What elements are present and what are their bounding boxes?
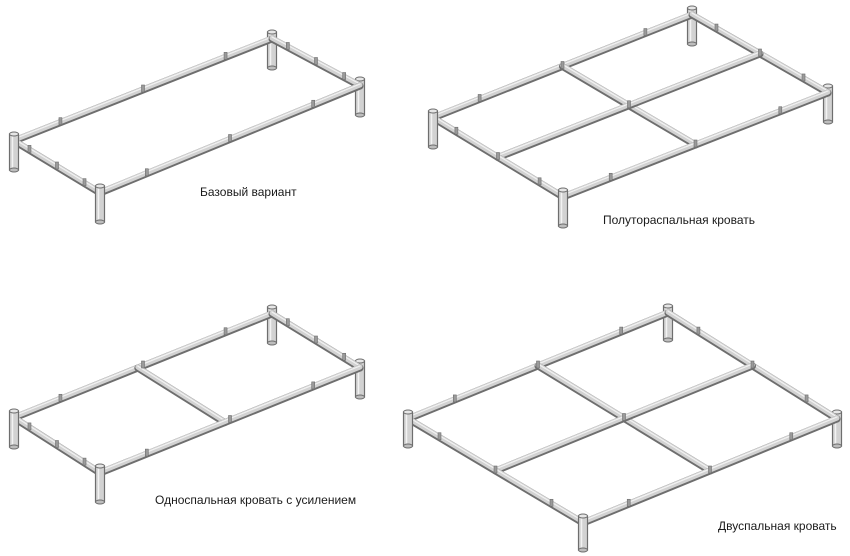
rail-bolt	[789, 432, 794, 441]
rail-bolt	[537, 177, 542, 186]
leg-right	[354, 76, 366, 118]
caption-one-and-half: Полутораспальная кровать	[603, 213, 755, 227]
rail-bolt	[314, 57, 318, 65]
rail-bolt	[27, 145, 32, 153]
frame-single-reinforced	[8, 304, 366, 505]
leg-front	[94, 463, 106, 505]
reinforcement-cross	[134, 364, 229, 427]
leg-left	[8, 408, 20, 450]
rail-bolt	[477, 94, 482, 102]
center-joint	[627, 100, 631, 109]
rail-bolt	[223, 52, 228, 60]
rail-bolt	[58, 393, 63, 402]
rail-bolt	[342, 72, 346, 80]
rail-bolt	[286, 42, 290, 50]
frame-double	[402, 303, 843, 553]
rail-bolt	[549, 498, 554, 507]
rail-bolt	[342, 352, 346, 361]
rail-bolt	[452, 394, 457, 403]
caption-single-reinforced: Односпальная кровать с усилением	[155, 493, 357, 507]
leg-front	[577, 513, 589, 553]
rail-bolt	[696, 326, 701, 335]
rail-bolt	[286, 318, 290, 327]
rail-bolt	[141, 360, 145, 369]
frame-basic	[8, 29, 366, 225]
rail-bolt	[145, 168, 149, 177]
leg-back	[266, 29, 278, 71]
rail-bolt	[560, 61, 565, 69]
leg-front	[94, 183, 106, 225]
rail-bolt	[714, 23, 719, 32]
rail-bolt	[454, 126, 459, 135]
caption-double: Двуспальная кровать	[718, 519, 837, 533]
rail-bolt	[496, 152, 500, 160]
leg-back	[266, 304, 278, 346]
leg-left	[427, 108, 439, 150]
rail-bolt	[223, 327, 228, 336]
rail-bolt	[608, 172, 613, 181]
caption-basic: Базовый вариант	[200, 185, 297, 199]
rail-bolt	[141, 84, 145, 93]
rail-bolt	[55, 440, 59, 448]
rail-bolt	[55, 161, 59, 170]
rail-bolt	[801, 73, 806, 82]
rail-bolt	[493, 465, 498, 474]
leg-left	[402, 409, 414, 449]
rail-bolt	[626, 498, 631, 507]
rail-bolt	[693, 139, 698, 148]
leg-left	[8, 131, 20, 173]
rail-bolt	[536, 360, 540, 369]
rail-bolt	[437, 432, 442, 441]
center-joint	[622, 413, 626, 421]
rail-bolt	[82, 457, 87, 466]
rail-bolt	[619, 326, 624, 335]
rail-bolt	[228, 134, 232, 142]
leg-right	[831, 409, 843, 449]
rail-bolt	[643, 28, 648, 36]
rail-bolt	[758, 48, 762, 57]
frame-one-and-half	[427, 5, 834, 229]
rail-bolt	[27, 422, 32, 431]
rail-bolt	[58, 117, 63, 125]
rail-bolt	[778, 106, 783, 115]
rail-bolt	[708, 465, 712, 474]
leg-front	[557, 187, 569, 229]
rail-bolt	[228, 415, 232, 423]
rail-bolt	[311, 99, 316, 108]
rail-bolt	[314, 335, 318, 344]
rail-bolt	[145, 448, 149, 457]
rail-bolt	[82, 178, 87, 186]
rail-bolt	[311, 381, 316, 390]
rail-bolt	[750, 360, 755, 369]
rail-bolt	[804, 394, 809, 403]
leg-right	[822, 83, 834, 125]
